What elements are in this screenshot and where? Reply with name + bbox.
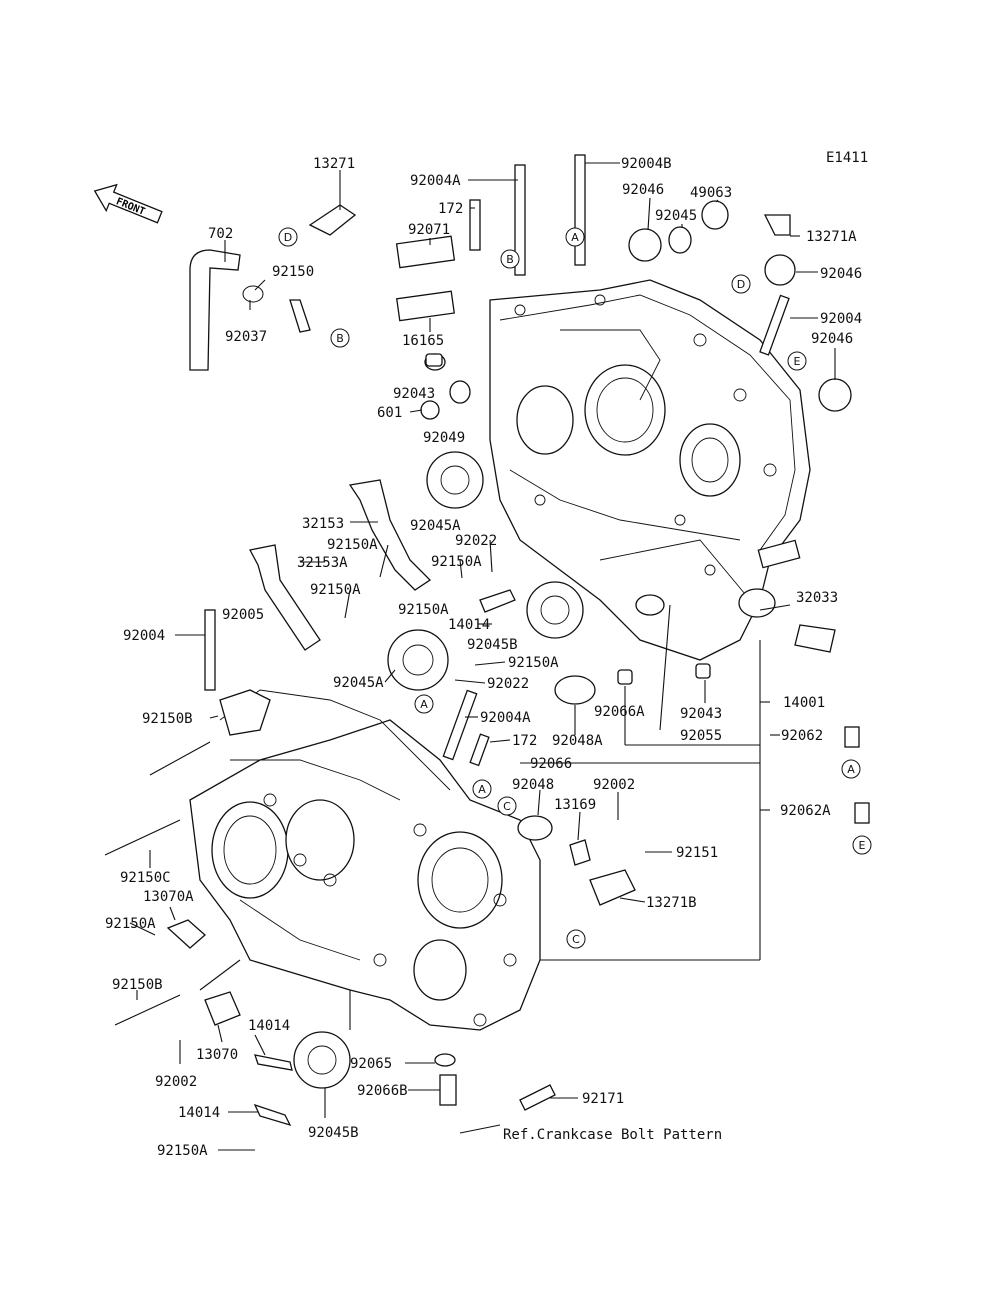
callout-b-2: [500, 249, 520, 269]
label-92066A: 92066A: [594, 704, 645, 720]
label-92046-r2: 92046: [811, 331, 853, 347]
callout-a-2: [414, 694, 434, 714]
callout-e-1-text: E: [794, 355, 801, 368]
callout-d-2-text: D: [737, 278, 745, 291]
callout-c-2-text: C: [572, 933, 580, 946]
label-92150B-2: 92150B: [112, 977, 163, 993]
callout-d-2: [731, 274, 751, 294]
label-14014-mid: 14014: [448, 617, 490, 633]
label-92150A-5: 92150A: [508, 655, 559, 671]
label-32153A: 32153A: [297, 555, 348, 571]
label-92150A-7: 92150A: [157, 1143, 208, 1159]
label-172-mid: 172: [512, 733, 537, 749]
label-92048: 92048: [512, 777, 554, 793]
right-crankcase-half: [489, 279, 811, 661]
callout-a-4-text: A: [847, 763, 855, 776]
label-92071: 92071: [408, 222, 450, 238]
callout-a-3: [472, 779, 492, 799]
label-13070A: 13070A: [143, 889, 194, 905]
callout-c-1: [497, 796, 517, 816]
label-92005: 92005: [222, 607, 264, 623]
callout-d-1: [278, 227, 298, 247]
label-13271A: 13271A: [806, 229, 857, 245]
left-crankcase-half: [189, 689, 541, 1031]
label-14001: 14001: [783, 695, 825, 711]
label-92004A-top: 92004A: [410, 173, 461, 189]
label-92150A-3: 92150A: [310, 582, 361, 598]
callout-a-4: [841, 759, 861, 779]
label-92150B-1: 92150B: [142, 711, 193, 727]
label-92150A-6: 92150A: [105, 916, 156, 932]
label-92022-mid: 92022: [487, 676, 529, 692]
callout-e-1: [787, 351, 807, 371]
callout-c-1-text: C: [503, 800, 511, 813]
label-92048A: 92048A: [552, 733, 603, 749]
label-92065: 92065: [350, 1056, 392, 1072]
callout-b-1-text: B: [336, 332, 344, 345]
label-92046-r1: 92046: [820, 266, 862, 282]
label-92045-top: 92045: [655, 208, 697, 224]
label-92150A-2: 92150A: [431, 554, 482, 570]
label-92037: 92037: [225, 329, 267, 345]
label-92062: 92062: [781, 728, 823, 744]
label-92043-r: 92043: [680, 706, 722, 722]
label-172-top: 172: [438, 201, 463, 217]
label-92045B-b: 92045B: [308, 1125, 359, 1141]
label-702: 702: [208, 226, 233, 242]
label-32153: 32153: [302, 516, 344, 532]
label-92150A-1: 92150A: [327, 537, 378, 553]
label-92045B-mid: 92045B: [467, 637, 518, 653]
label-32033: 32033: [796, 590, 838, 606]
label-14014-b: 14014: [178, 1105, 220, 1121]
label-92049: 92049: [423, 430, 465, 446]
label-13169: 13169: [554, 797, 596, 813]
label-92062A: 92062A: [780, 803, 831, 819]
callout-b-2-text: B: [506, 253, 514, 266]
label-92004-l: 92004: [123, 628, 165, 644]
label-49063: 49063: [690, 185, 732, 201]
label-92171: 92171: [582, 1091, 624, 1107]
callout-a-1: [565, 227, 585, 247]
label-92002-r: 92002: [593, 777, 635, 793]
diagram-code: E1411: [826, 150, 868, 166]
label-92045A-mid: 92045A: [410, 518, 461, 534]
callout-d-1-text: D: [284, 231, 292, 244]
label-92002-l: 92002: [155, 1074, 197, 1090]
bolt-pattern-note: Ref.Crankcase Bolt Pattern: [503, 1127, 722, 1143]
label-92004-r: 92004: [820, 311, 862, 327]
label-92150: 92150: [272, 264, 314, 280]
callout-c-2: [566, 929, 586, 949]
label-14014-l: 14014: [248, 1018, 290, 1034]
label-92004A-mid: 92004A: [480, 710, 531, 726]
callouts: D B B A D E A A C C A E: [278, 227, 872, 949]
label-13271B: 13271B: [646, 895, 697, 911]
label-92150C: 92150C: [120, 870, 171, 886]
label-16165: 16165: [402, 333, 444, 349]
label-601: 601: [377, 405, 402, 421]
label-13070: 13070: [196, 1047, 238, 1063]
label-13271: 13271: [313, 156, 355, 172]
front-arrow-icon: FRONT: [93, 183, 163, 224]
label-92022-top: 92022: [455, 533, 497, 549]
callout-e-2: [852, 835, 872, 855]
label-92045A-l: 92045A: [333, 675, 384, 691]
callout-b-1: [330, 328, 350, 348]
label-92043-l: 92043: [393, 386, 435, 402]
label-92046-top: 92046: [622, 182, 664, 198]
callout-a-2-text: A: [420, 698, 428, 711]
label-92004B: 92004B: [621, 156, 672, 172]
label-92055: 92055: [680, 728, 722, 744]
leader-lines: [129, 162, 836, 1151]
label-92151: 92151: [676, 845, 718, 861]
callout-a-1-text: A: [571, 231, 579, 244]
callout-e-2-text: E: [859, 839, 866, 852]
label-92150A-4: 92150A: [398, 602, 449, 618]
label-92066B: 92066B: [357, 1083, 408, 1099]
part-labels: 13271 702 92150 92037 92004A 92004B 172 …: [105, 156, 862, 1159]
callout-a-3-text: A: [478, 783, 486, 796]
loose-parts: [104, 154, 870, 1134]
label-92066: 92066: [530, 756, 572, 772]
